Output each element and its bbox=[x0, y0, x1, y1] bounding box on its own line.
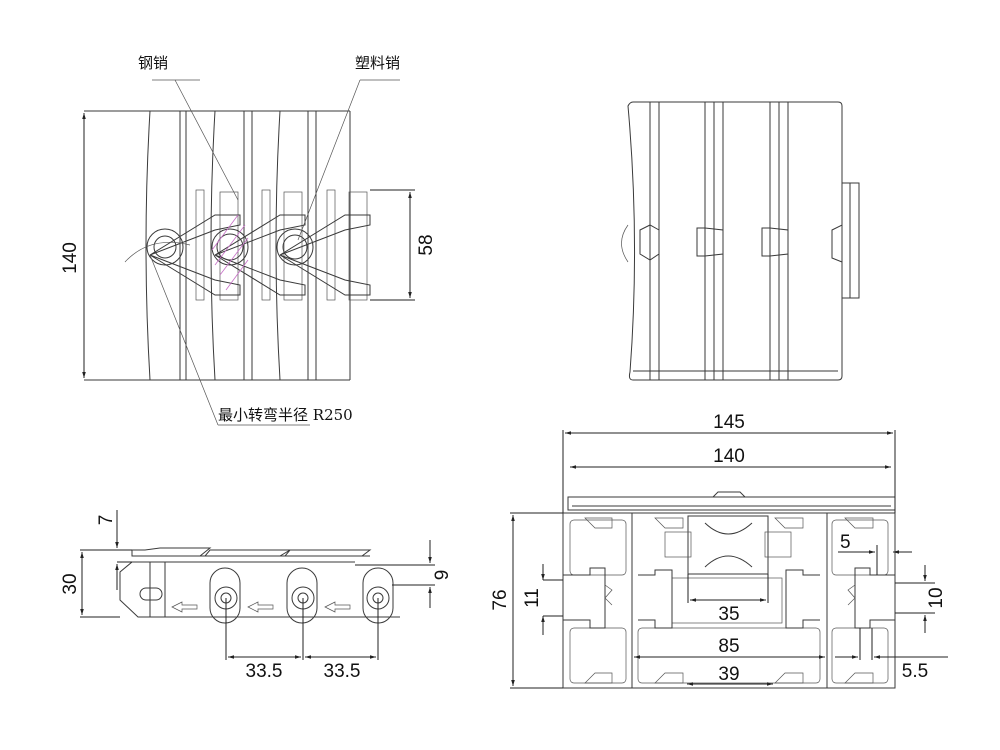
dim-pitch-2-label: 33.5 bbox=[324, 661, 361, 682]
dim-gap-bottom-label: 5.5 bbox=[902, 661, 928, 682]
dim-slot-right-label: 10 bbox=[926, 587, 947, 608]
section-view: 145 140 76 11 10 5 5.5 35 bbox=[490, 412, 948, 689]
dim-pitch-1-label: 33.5 bbox=[246, 661, 283, 682]
dim-bottom-slot-label: 39 bbox=[718, 664, 739, 685]
dim-chain-width-label: 140 bbox=[713, 446, 745, 467]
plastic-pin-label: 塑料销 bbox=[355, 54, 400, 72]
dim-inner-width-label: 85 bbox=[718, 636, 739, 657]
dim-pin-offset-label: 9 bbox=[432, 570, 453, 581]
bottom-view bbox=[621, 101, 860, 381]
top-view: 钢销 塑料销 最小转弯半径 R250 140 58 bbox=[60, 54, 437, 426]
dim-profile-height-label: 76 bbox=[490, 589, 511, 610]
steel-pin-label: 钢销 bbox=[138, 54, 168, 72]
dim-slot-left-label: 11 bbox=[522, 588, 543, 608]
dim-top-thickness-label: 7 bbox=[96, 515, 117, 526]
dim-total-height-label: 30 bbox=[60, 573, 81, 594]
dim-gap-top-label: 5 bbox=[840, 532, 851, 553]
dim-hinge-width-label: 58 bbox=[416, 234, 437, 255]
min-turning-radius-label: 最小转弯半径 R250 bbox=[218, 406, 353, 424]
side-view: 30 7 9 33.5 33.5 bbox=[60, 510, 453, 682]
dim-width-label: 140 bbox=[60, 242, 81, 274]
dim-hinge-gap-label: 35 bbox=[718, 604, 739, 625]
dim-overall-width-label: 145 bbox=[713, 412, 745, 433]
